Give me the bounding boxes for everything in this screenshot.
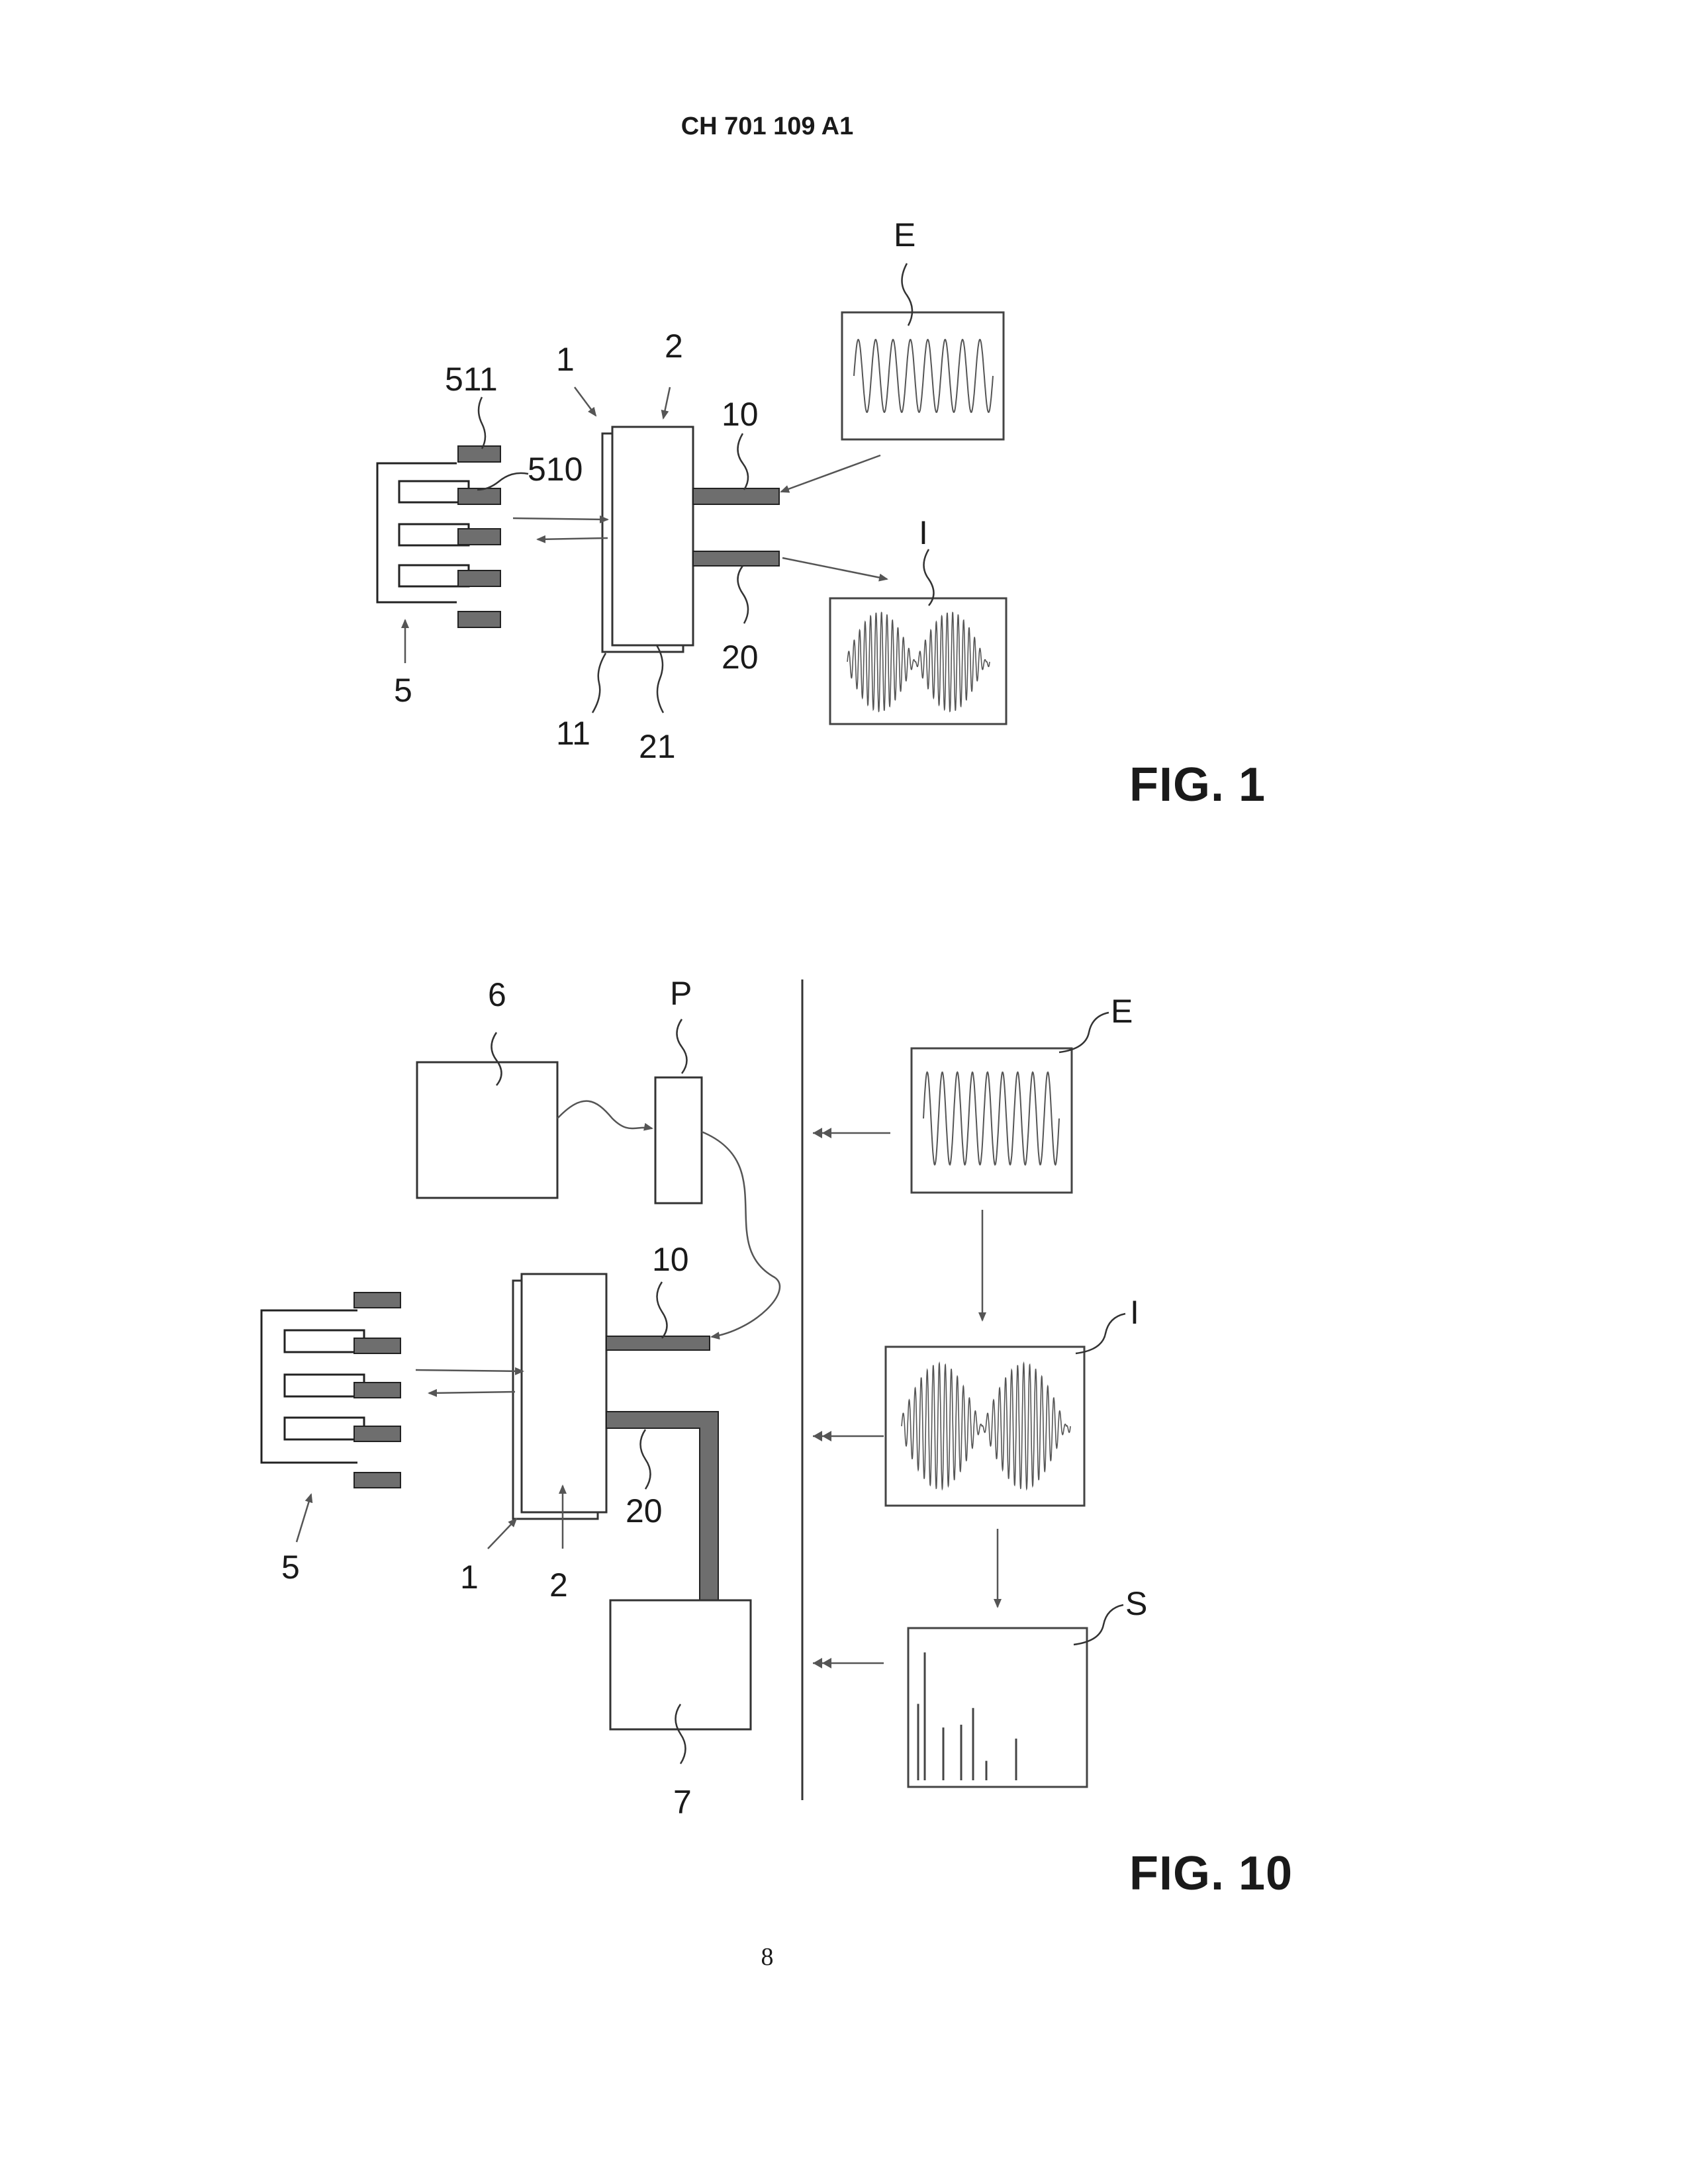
fig10-link-generator-amplifier <box>557 1101 652 1128</box>
fig10-input-line <box>606 1336 710 1350</box>
fig10-label-e: E <box>1111 993 1133 1030</box>
fig1-leader-20 <box>738 566 749 623</box>
fig10-label-7: 7 <box>673 1784 692 1821</box>
fig1-leader-510 <box>477 473 528 490</box>
fig1-label-11: 11 <box>556 715 590 752</box>
fig10-leader-10 <box>657 1282 667 1338</box>
fig10-amplifier-unit <box>655 1077 702 1203</box>
fig10-arrow-to-element <box>416 1370 523 1371</box>
fig10-link-amplifier-input <box>702 1132 780 1337</box>
fig10-generator-unit <box>417 1062 557 1198</box>
fig10-arrow-to-array <box>429 1392 515 1393</box>
fig10-label-1: 1 <box>460 1559 479 1596</box>
figure-1: 511 510 1 2 10 20 11 21 5 E I <box>377 216 1006 765</box>
fig1-output-line <box>693 551 779 566</box>
fig1-leader-21 <box>657 645 663 713</box>
fig10-label-p: P <box>670 975 692 1012</box>
fig1-label-510: 510 <box>528 451 583 488</box>
fig1-arrow-1 <box>575 387 596 416</box>
fig10-response-plot <box>886 1347 1084 1506</box>
fig1-interface-element <box>612 427 693 645</box>
fig10-electrode-pads <box>354 1293 400 1488</box>
fig10-label-5: 5 <box>281 1549 300 1586</box>
fig10-leader-e <box>1059 1013 1109 1052</box>
fig1-leader-511 <box>479 397 485 449</box>
fig1-electrode-array <box>377 463 469 602</box>
fig1-leader-11 <box>592 653 606 713</box>
fig10-label-10: 10 <box>652 1241 689 1278</box>
fig10-electrode-array <box>261 1310 364 1463</box>
fig1-arrow-2 <box>663 387 670 418</box>
fig10-label-2: 2 <box>549 1567 568 1604</box>
fig1-arrow-excitation-in <box>781 455 880 492</box>
fig10-label-s: S <box>1125 1585 1147 1622</box>
fig1-label-20: 20 <box>722 639 759 676</box>
fig10-label-i: I <box>1130 1294 1139 1331</box>
fig1-leader-i <box>924 549 934 606</box>
fig1-arrow-to-array <box>538 538 608 539</box>
fig10-arrow-5 <box>297 1494 311 1542</box>
fig1-label-2: 2 <box>665 328 683 365</box>
fig10-caption: FIG. 10 <box>1129 1846 1293 1901</box>
fig10-interface-element <box>522 1274 606 1512</box>
fig10-arrow-1 <box>488 1519 516 1549</box>
page-number: 8 <box>0 1942 1534 1972</box>
fig10-leader-p <box>677 1019 687 1073</box>
fig1-label-21: 21 <box>639 728 676 765</box>
fig1-input-line <box>693 488 779 504</box>
fig1-label-10: 10 <box>722 396 759 433</box>
fig10-leader-20 <box>641 1430 651 1489</box>
fig1-excitation-plot <box>842 312 1004 439</box>
fig1-leader-10 <box>738 433 749 490</box>
fig10-label-6: 6 <box>488 976 506 1013</box>
fig10-excitation-plot <box>912 1048 1072 1193</box>
fig10-spectrum-plot <box>908 1628 1087 1787</box>
fig1-electrode-pads <box>458 446 500 627</box>
fig1-label-511: 511 <box>445 361 498 398</box>
fig1-label-i: I <box>919 514 928 551</box>
fig1-caption: FIG. 1 <box>1129 758 1266 812</box>
fig1-arrow-response-out <box>782 558 887 579</box>
fig1-arrow-to-element <box>513 518 608 520</box>
fig10-processing-unit <box>610 1600 751 1729</box>
fig1-label-5: 5 <box>394 672 412 709</box>
fig1-label-e: E <box>894 216 915 253</box>
fig1-label-1: 1 <box>556 341 575 378</box>
fig1-response-plot <box>830 598 1006 724</box>
fig10-label-20: 20 <box>626 1492 663 1529</box>
figure-10: 6 P 10 20 5 1 2 7 E I S <box>261 975 1147 1821</box>
